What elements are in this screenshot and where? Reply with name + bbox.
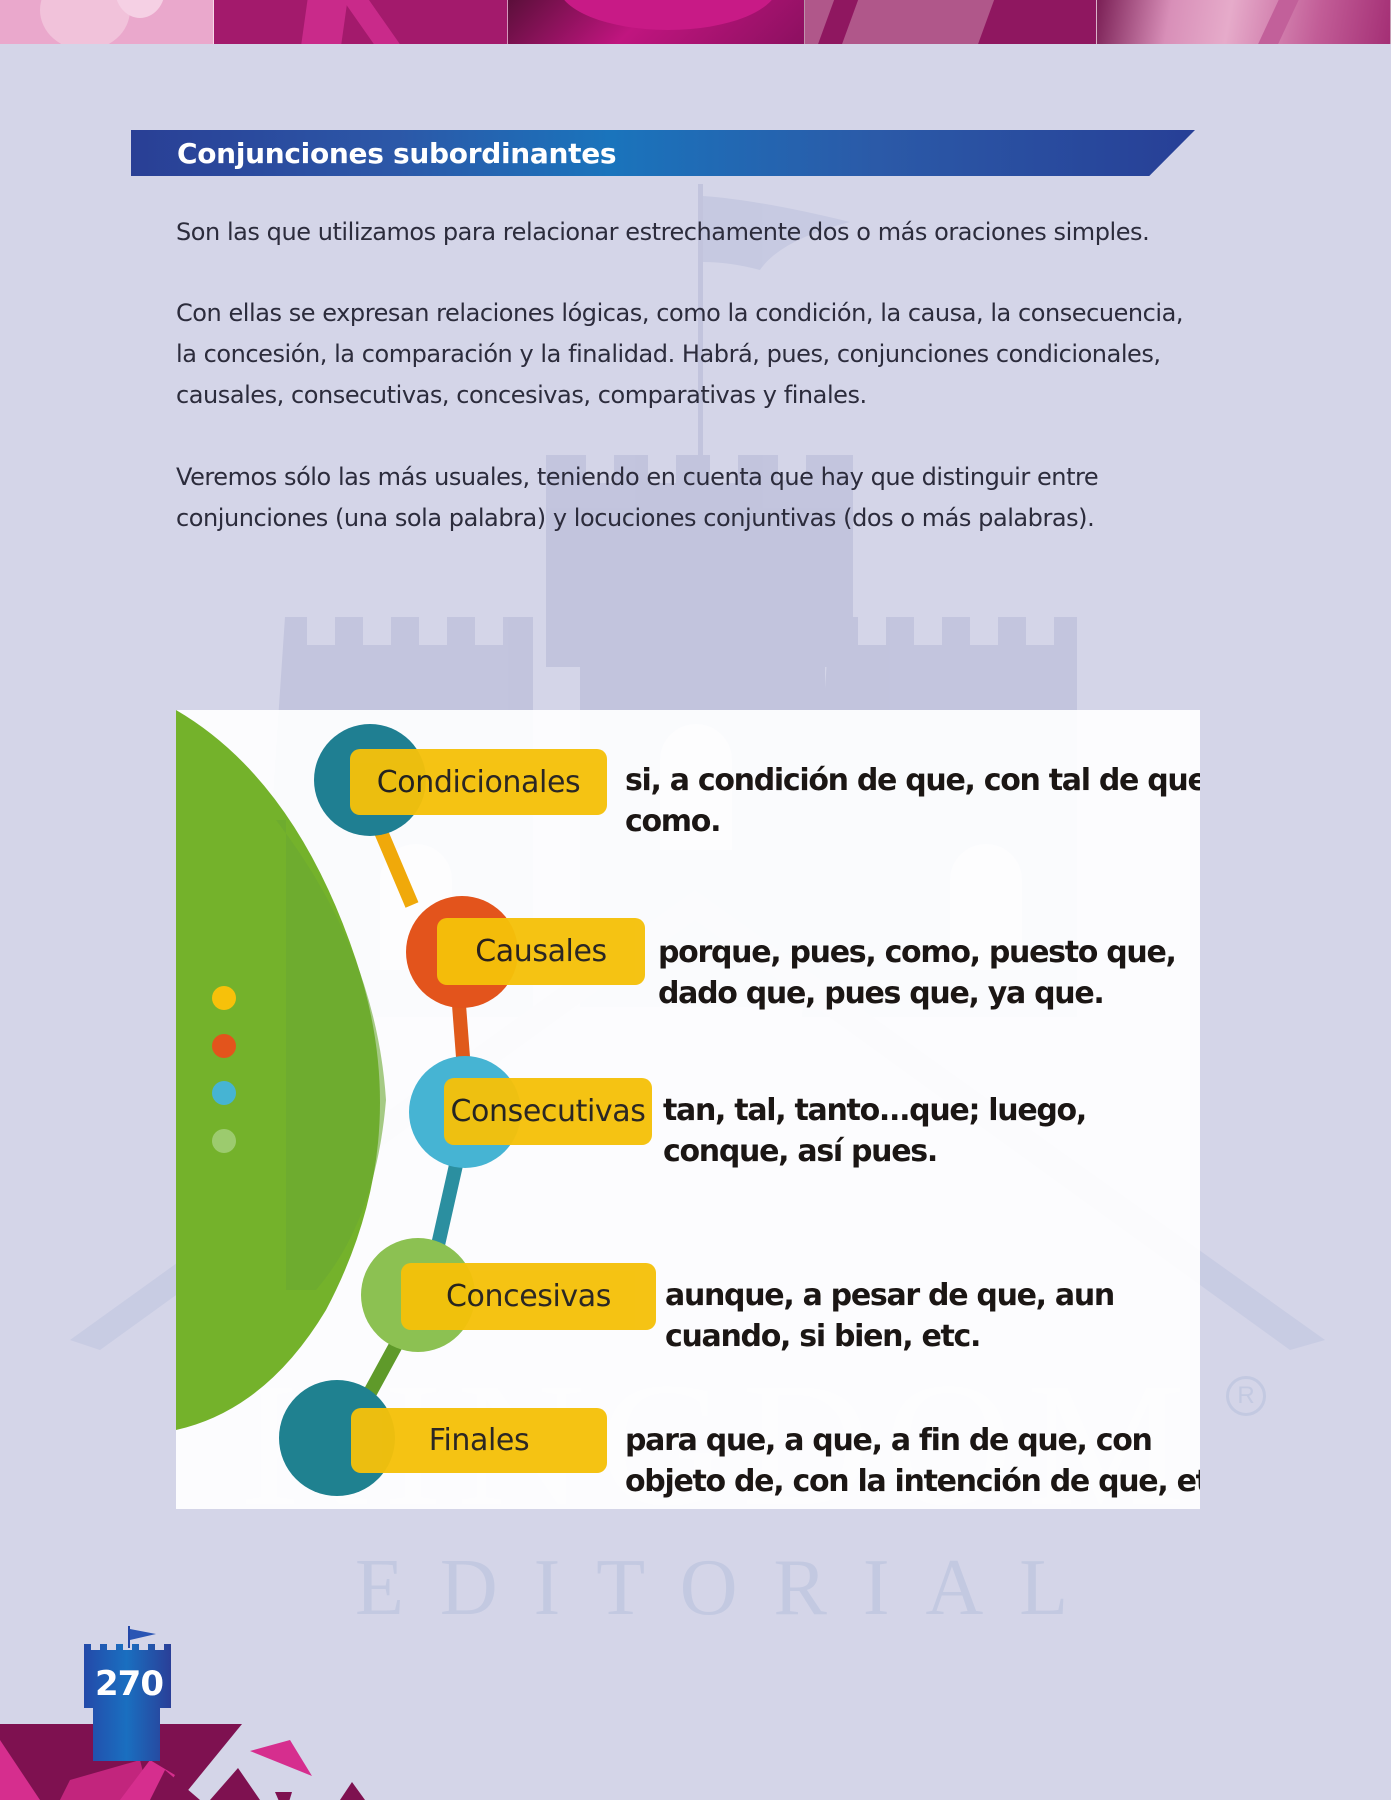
desc-line: porque, pues, como, puesto que,	[658, 935, 1177, 970]
banner-segment	[0, 0, 214, 44]
desc-concesivas: aunque, a pesar de que, aun cuando, si b…	[665, 1275, 1115, 1357]
desc-causales: porque, pues, como, puesto que, dado que…	[658, 932, 1177, 1014]
paragraph-usage: Veremos sólo las más usuales, teniendo e…	[176, 457, 1099, 539]
banner-segment	[508, 0, 805, 44]
paragraph-line: Con ellas se expresan relaciones lógicas…	[176, 299, 1184, 327]
conjunction-diagram: Condicionales Causales Consecutivas Conc…	[176, 710, 1200, 1509]
banner-segment	[214, 0, 508, 44]
desc-finales: para que, a que, a fin de que, con objet…	[625, 1420, 1200, 1502]
label-consecutivas: Consecutivas	[444, 1078, 652, 1145]
paragraph-relations: Con ellas se expresan relaciones lógicas…	[176, 293, 1184, 416]
banner-segment	[1097, 0, 1391, 44]
paragraph-line: Veremos sólo las más usuales, teniendo e…	[176, 463, 1099, 491]
desc-line: aunque, a pesar de que, aun	[665, 1278, 1115, 1313]
desc-condicionales: si, a condición de que, con tal de que, …	[625, 760, 1200, 842]
paragraph-line: la concesión, la comparación y la finali…	[176, 340, 1161, 368]
legend-dot-icon	[212, 1081, 236, 1105]
label-causales: Causales	[437, 918, 645, 985]
registered-mark-icon: R	[1226, 1376, 1266, 1416]
desc-line: cuando, si bien, etc.	[665, 1319, 981, 1354]
desc-line: objeto de, con la intención de que, etc.	[625, 1464, 1200, 1499]
top-banner	[0, 0, 1391, 44]
desc-line: dado que, pues que, ya que.	[658, 976, 1105, 1011]
paragraph-definition: Son las que utilizamos para relacionar e…	[176, 212, 1150, 253]
footer-triangles-icon	[0, 1724, 365, 1800]
editorial-watermark: EDITORIAL	[355, 1544, 1105, 1632]
page-tower-icon	[84, 1626, 171, 1761]
legend-dot-icon	[212, 1034, 236, 1058]
section-title: Conjunciones subordinantes	[177, 137, 617, 170]
desc-line: si, a condición de que, con tal de que,	[625, 763, 1200, 798]
paragraph-line: causales, consecutivas, concesivas, comp…	[176, 381, 867, 409]
desc-line: como.	[625, 804, 721, 839]
desc-line: para que, a que, a fin de que, con	[625, 1423, 1153, 1458]
legend-dot-icon	[212, 1129, 236, 1153]
banner-segment	[805, 0, 1097, 44]
paragraph-line: Son las que utilizamos para relacionar e…	[176, 218, 1150, 246]
desc-line: tan, tal, tanto...que; luego,	[663, 1093, 1087, 1128]
legend-dot-icon	[212, 986, 236, 1010]
label-finales: Finales	[351, 1408, 607, 1473]
section-header-bar: Conjunciones subordinantes	[131, 130, 1195, 176]
desc-line: conque, así pues.	[663, 1134, 938, 1169]
page-number: 270	[95, 1664, 164, 1704]
paragraph-line: conjunciones (una sola palabra) y locuci…	[176, 504, 1095, 532]
label-concesivas: Concesivas	[401, 1263, 656, 1330]
desc-consecutivas: tan, tal, tanto...que; luego, conque, as…	[663, 1090, 1087, 1172]
label-condicionales: Condicionales	[350, 749, 607, 815]
